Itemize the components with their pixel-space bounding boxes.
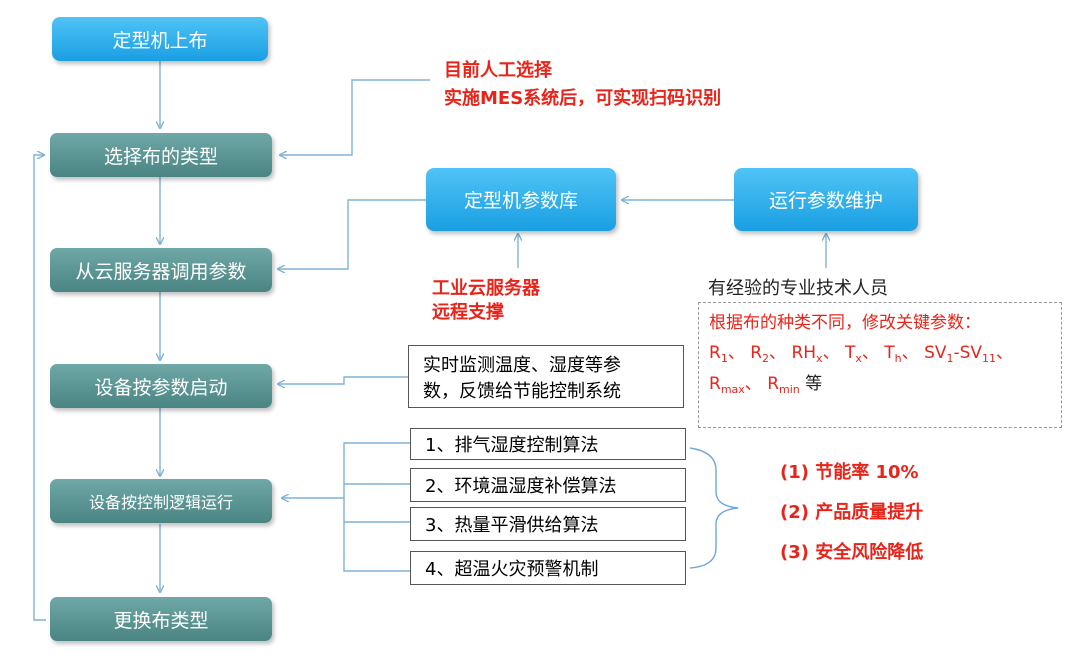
note-selection-line1: 目前人工选择	[444, 60, 552, 81]
key-params-box: 根据布的种类不同，修改关键参数： R1、 R2、 RHx、 Tx、 Th、 SV…	[698, 302, 1062, 428]
step-load-fabric[interactable]: 定型机上布	[52, 17, 268, 61]
key-params-list-2: Rmax、 Rmin 等	[709, 373, 823, 396]
monitoring-box: 实时监测温度、湿度等参 数，反馈给节能控制系统	[408, 345, 684, 408]
step-start-with-params[interactable]: 设备按参数启动	[50, 364, 272, 408]
benefit-quality: (2) 产品质量提升	[780, 502, 924, 523]
algorithm-exhaust-humidity[interactable]: 1、排气湿度控制算法	[410, 428, 686, 460]
cloud-server-line1: 工业云服务器	[432, 278, 540, 299]
step-run-control-logic[interactable]: 设备按控制逻辑运行	[50, 479, 272, 523]
note-selection-line2: 实施MES系统后，可实现扫码识别	[444, 88, 722, 109]
monitoring-line2: 数，反馈给节能控制系统	[423, 380, 621, 402]
benefit-safety: (3) 安全风险降低	[780, 542, 924, 563]
algorithm-overheat-warning[interactable]: 4、超温火灾预警机制	[410, 551, 686, 585]
step-fetch-params-cloud[interactable]: 从云服务器调用参数	[50, 248, 272, 292]
param-maintenance-box[interactable]: 运行参数维护	[734, 168, 918, 231]
step-select-fabric-type[interactable]: 选择布的类型	[50, 133, 272, 177]
algorithm-heat-smoothing[interactable]: 3、热量平滑供给算法	[410, 507, 686, 541]
step-change-fabric-type[interactable]: 更换布类型	[50, 597, 272, 641]
benefit-energy-saving: (1) 节能率 10%	[780, 462, 919, 483]
param-database-box[interactable]: 定型机参数库	[426, 168, 616, 231]
cloud-server-line2: 远程支撑	[432, 302, 504, 323]
experts-label: 有经验的专业技术人员	[708, 278, 888, 299]
key-params-intro: 根据布的种类不同，修改关键参数：	[709, 313, 981, 333]
algorithm-env-compensation[interactable]: 2、环境温湿度补偿算法	[410, 468, 686, 502]
key-params-list-1: R1、 R2、 RHx、 Tx、 Th、 SV1-SV11、	[709, 343, 1014, 366]
monitoring-line1: 实时监测温度、湿度等参	[423, 354, 621, 376]
